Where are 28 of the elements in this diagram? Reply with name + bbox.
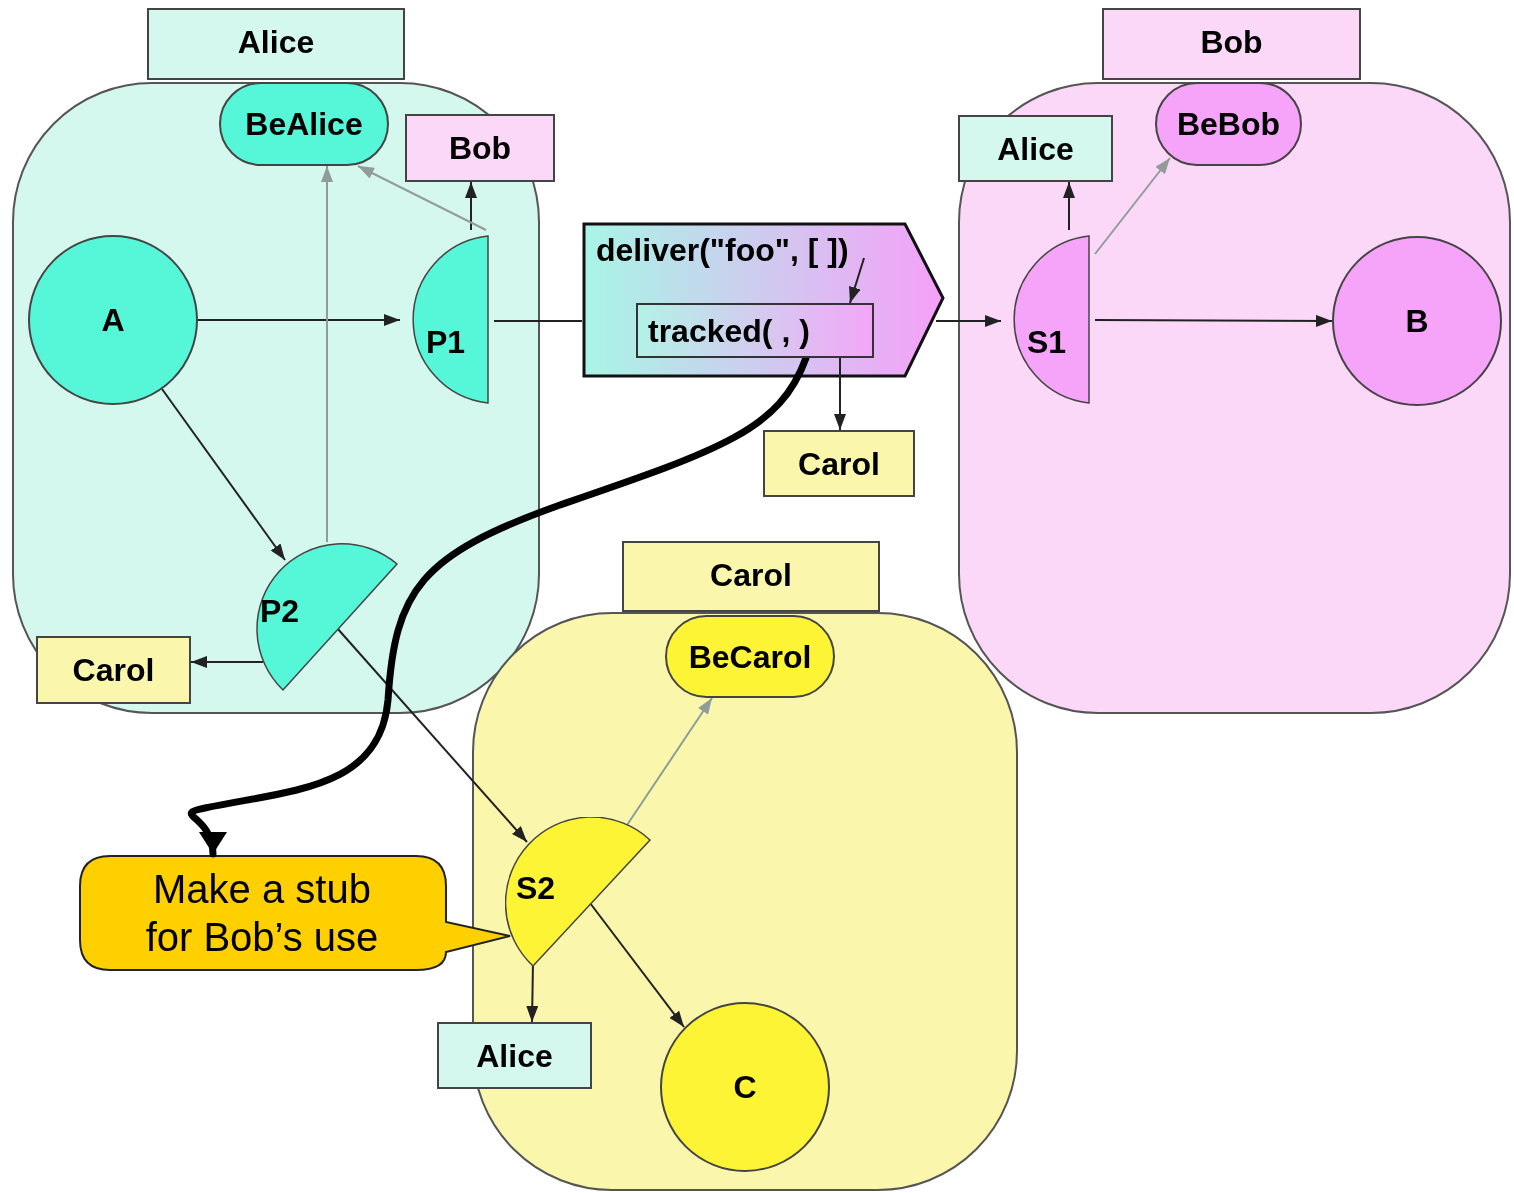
reference-box: Bob (405, 114, 555, 182)
proxy-wedge: S2 (505, 817, 653, 968)
reference-box: Alice (958, 115, 1113, 182)
proxy-wedge: P2 (254, 541, 400, 692)
arrow (589, 902, 685, 1028)
arrow (465, 181, 477, 231)
reference-box: Carol (763, 430, 915, 497)
arrow (1094, 157, 1171, 255)
arrow (161, 388, 286, 561)
arrow (336, 627, 528, 843)
arrow (1063, 181, 1075, 231)
reference-box: Alice (437, 1022, 592, 1089)
behavior-pill: BeAlice (219, 82, 389, 166)
behavior-pill: BeCarol (665, 615, 835, 698)
call-box: tracked( , ) (636, 303, 874, 358)
arrow (197, 314, 401, 326)
vat-name: Alice (237, 26, 315, 58)
message-card: deliver("foo", [ ]) tracked( , ) (582, 222, 945, 378)
arrow (357, 165, 487, 231)
vat-name: Bob (1200, 26, 1263, 58)
arrow (1094, 314, 1333, 327)
arrow (834, 357, 846, 431)
arrow (321, 165, 333, 543)
vat-name: Carol (710, 558, 792, 591)
arrow (849, 257, 865, 304)
reference-box: Carol (36, 636, 191, 704)
arrow (190, 656, 264, 668)
arrow (935, 315, 1002, 327)
